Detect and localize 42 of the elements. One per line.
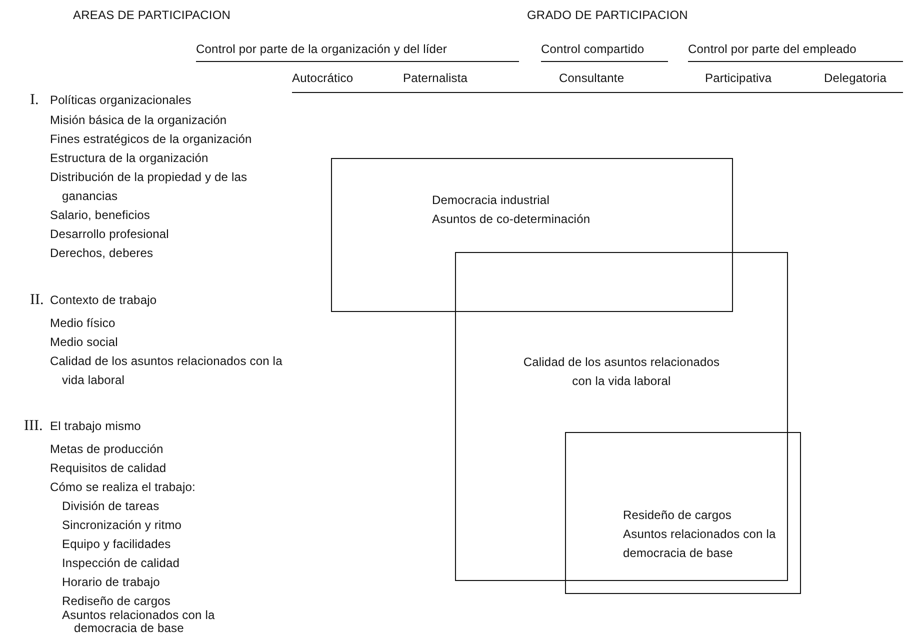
area-label: División de tareas bbox=[62, 498, 160, 515]
area-label: Políticas organizacionales bbox=[50, 92, 192, 109]
box-text: Asuntos de co-determinación bbox=[432, 211, 590, 228]
area-label: Estructura de la organización bbox=[50, 150, 208, 167]
area-label: Paternalista bbox=[403, 70, 468, 87]
area-label: Sincronización y ritmo bbox=[62, 517, 182, 534]
area-label: Desarrollo profesional bbox=[50, 226, 169, 243]
box-text: Democracia industrial bbox=[432, 192, 550, 209]
area-label: Consultante bbox=[559, 70, 624, 87]
participation-area-box bbox=[331, 158, 733, 312]
section-numeral: III. bbox=[24, 417, 43, 436]
area-label: Autocrático bbox=[292, 70, 354, 87]
area-label: Cómo se realiza el trabajo: bbox=[50, 479, 196, 496]
area-label: Salario, beneficios bbox=[50, 207, 150, 224]
participation-area-box bbox=[455, 252, 788, 581]
area-label: Equipo y facilidades bbox=[62, 536, 171, 553]
area-label: Inspección de calidad bbox=[62, 555, 180, 572]
area-label: Requisitos de calidad bbox=[50, 460, 166, 477]
box-text: Calidad de los asuntos relacionados con la vida laboral bbox=[522, 354, 721, 390]
section-numeral: II. bbox=[30, 291, 44, 310]
area-label: Misión básica de la organización bbox=[50, 112, 227, 129]
area-label: Fines estratégicos de la organización bbox=[50, 131, 252, 148]
area-label: Metas de producción bbox=[50, 441, 164, 458]
area-label: Control compartido bbox=[541, 41, 644, 58]
area-label: El trabajo mismo bbox=[50, 418, 141, 435]
area-label: Medio físico bbox=[50, 315, 116, 332]
area-label: Control por parte del empleado bbox=[688, 41, 856, 58]
area-label: Rediseño de cargos bbox=[62, 593, 171, 610]
participation-area-box bbox=[565, 432, 801, 594]
section-numeral: I. bbox=[30, 91, 39, 110]
area-label: Asuntos relacionados con la democracia de base bbox=[62, 609, 216, 635]
area-label: GRADO DE PARTICIPACION bbox=[527, 7, 688, 24]
area-label: Contexto de trabajo bbox=[50, 292, 157, 309]
area-label: Participativa bbox=[705, 70, 772, 87]
area-label: Distribución de la propiedad y de las ganancias bbox=[50, 169, 248, 205]
area-label: Calidad de los asuntos relacionados con la vida laboral bbox=[50, 353, 284, 389]
area-label: Derechos, deberes bbox=[50, 245, 154, 262]
area-label: AREAS DE PARTICIPACION bbox=[73, 7, 231, 24]
area-label: Control por parte de la organización y del líder bbox=[196, 41, 447, 58]
area-label: Delegatoria bbox=[824, 70, 886, 87]
area-label: Horario de trabajo bbox=[62, 574, 160, 591]
area-label: Medio social bbox=[50, 334, 118, 351]
